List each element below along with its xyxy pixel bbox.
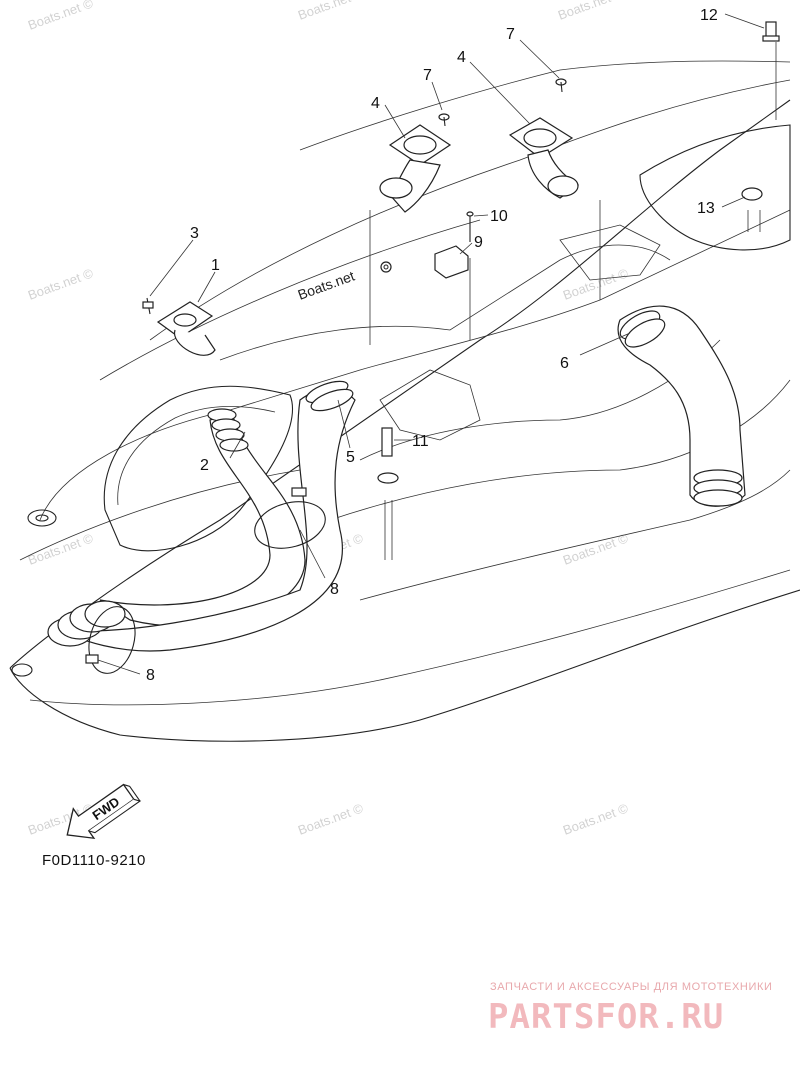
watermark: Boats.net © — [561, 800, 631, 838]
watermark: Boats.net © — [561, 265, 631, 303]
watermark: Boats.net © — [296, 0, 366, 23]
callout-2: 2 — [200, 457, 209, 474]
callout-8-upper: 8 — [330, 581, 339, 598]
callout-7-left: 7 — [423, 67, 432, 84]
callout-7-right: 7 — [506, 26, 515, 43]
part-10-pin — [466, 211, 474, 242]
watermark-center: Boats.net — [296, 268, 357, 303]
part-2-hose — [99, 408, 306, 627]
part-8-clamp-lower — [85, 606, 136, 674]
part-7-screw-right — [555, 78, 567, 93]
watermark: Boats.net © — [296, 800, 366, 838]
callout-1: 1 — [211, 257, 220, 274]
part-7-screw-left — [438, 113, 450, 127]
part-3-rivet — [142, 297, 154, 315]
callout-5: 5 — [346, 449, 355, 466]
part-4-elbow-left — [379, 124, 452, 213]
part-8-clamp-upper — [254, 487, 326, 549]
part-6-hose — [617, 305, 746, 507]
stern-hose-coil — [47, 600, 126, 647]
callout-11: 11 — [412, 433, 429, 450]
watermark: Boats.net © — [556, 0, 626, 23]
part-12-bolt — [762, 21, 780, 42]
callout-8-lower: 8 — [146, 667, 155, 684]
callout-4-left: 4 — [371, 95, 380, 112]
part-1-flange — [156, 301, 216, 356]
callout-labels: 1 2 3 4 4 5 6 7 7 8 8 9 10 11 12 13 — [146, 7, 718, 684]
callout-12: 12 — [700, 7, 718, 24]
watermark: Boats.net © — [26, 0, 96, 33]
copyright-icon — [380, 261, 392, 273]
brand-logo: ЗАПЧАСТИ И АКСЕССУАРЫ ДЛЯ МОТОТЕХНИКИ PA… — [488, 981, 772, 1037]
figure-code: F0D1110-9210 — [42, 852, 146, 869]
part-4-elbow-right — [508, 117, 580, 199]
leader-lines — [97, 13, 777, 675]
watermark: Boats.net © — [26, 265, 96, 303]
callout-4-right: 4 — [457, 49, 466, 66]
callout-10: 10 — [490, 208, 508, 225]
brand-tagline: ЗАПЧАСТИ И АКСЕССУАРЫ ДЛЯ МОТОТЕХНИКИ — [490, 981, 772, 993]
part-9-bracket — [434, 245, 469, 279]
part-5-hose — [59, 380, 356, 652]
watermark: Boats.net © — [26, 530, 96, 568]
callout-9: 9 — [474, 234, 483, 251]
brand-name: PARTSFOR.RU — [488, 997, 724, 1037]
callout-6: 6 — [560, 355, 569, 372]
callout-3: 3 — [190, 225, 199, 242]
part-13-clip — [741, 187, 763, 232]
part-11-fitting — [377, 427, 399, 560]
callout-13: 13 — [697, 200, 715, 217]
copyright-icon-inner — [383, 264, 389, 270]
